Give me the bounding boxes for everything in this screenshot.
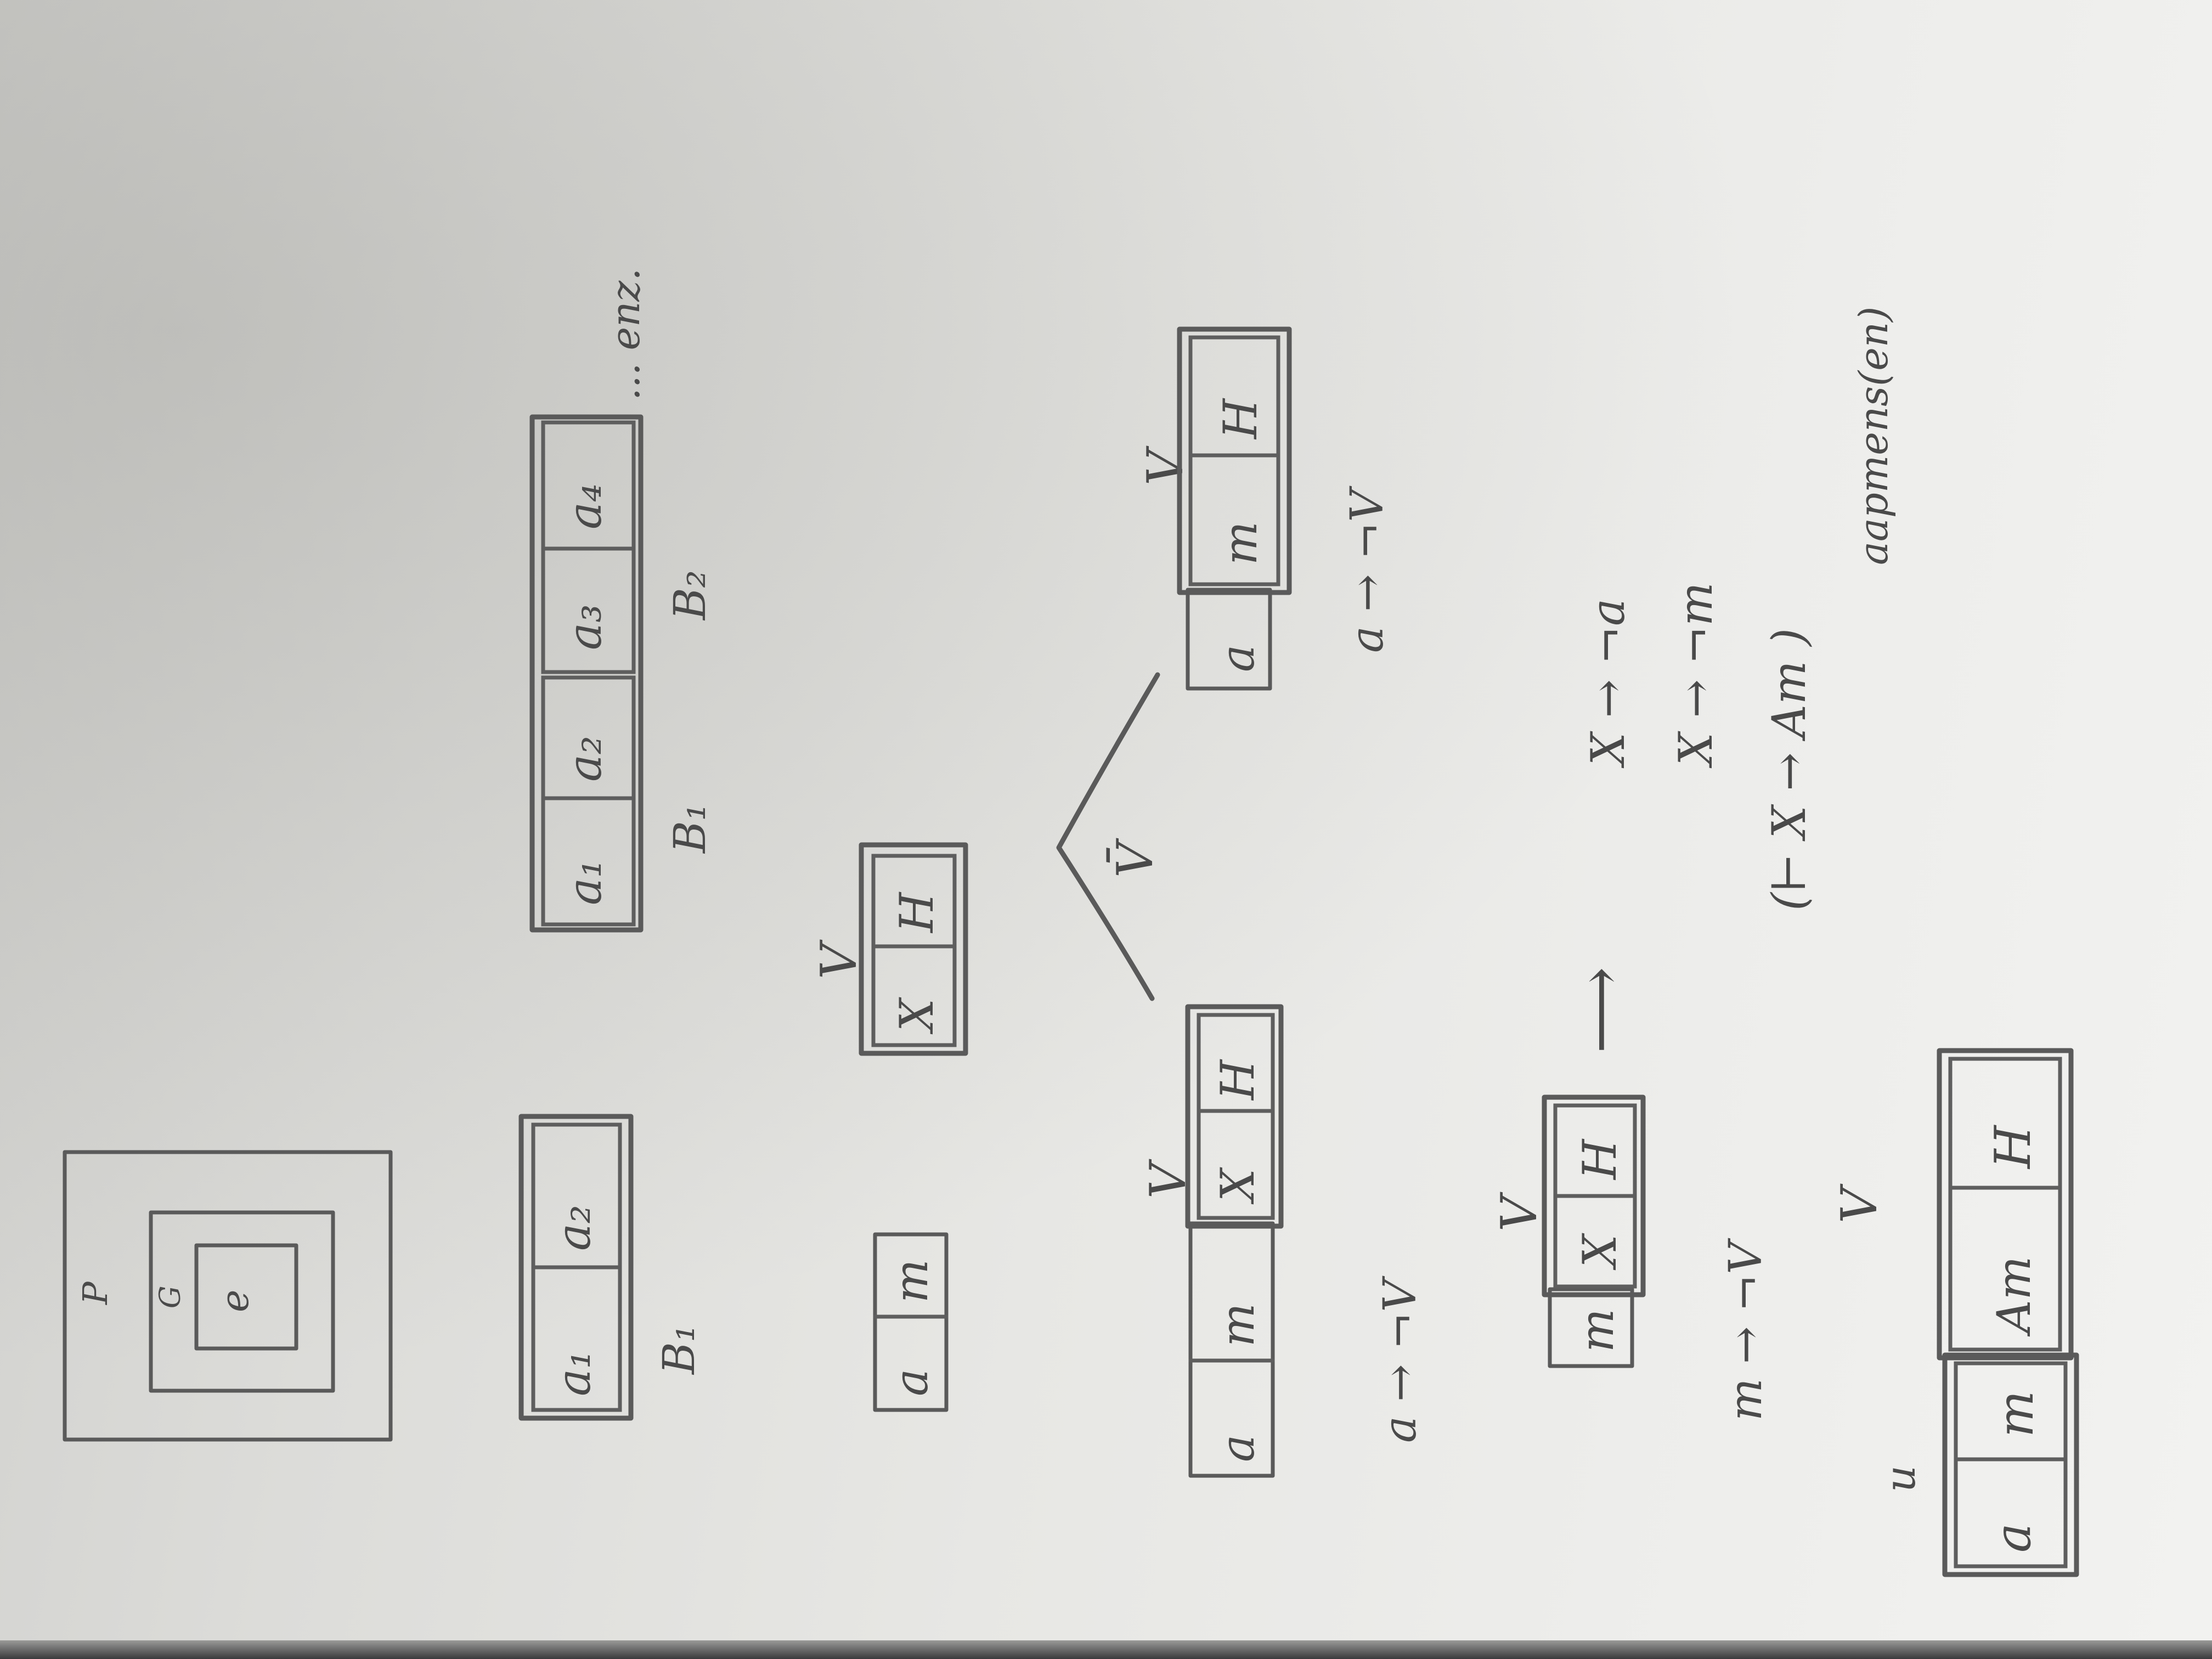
cell-a-row5: a	[1984, 1523, 2042, 1553]
row2-v-frame	[859, 842, 968, 1056]
cell-h-row3: H	[1211, 1059, 1265, 1101]
row3-left: V a m X H a → ¬V	[1139, 1004, 1426, 1478]
row1-right: a₁ a₂ a₃ a₄ B₁ B₂ ... enz.	[529, 268, 715, 933]
row3-xh-inner	[1197, 1013, 1275, 1220]
row5-u-label: u	[1876, 1465, 1925, 1492]
cell-a-row3-right: a	[1211, 645, 1265, 672]
result-3: (⊢ X → Am )	[1762, 628, 1816, 911]
row4-v-label: V	[1491, 1192, 1548, 1232]
row3-right: V a m H a → ¬V	[1137, 326, 1393, 691]
cell-h-row3-right: H	[1214, 398, 1267, 440]
row3-branch: V̄	[1056, 672, 1164, 1001]
cell-x-row2: X	[890, 997, 944, 1035]
nested-diagram: P G e	[63, 1150, 393, 1442]
row1-right-frame	[529, 414, 644, 933]
cell-a1: a₁	[547, 1350, 601, 1396]
label-b1-left: B₁	[653, 1324, 704, 1375]
row5-amh-frame	[1937, 1048, 2074, 1361]
outer-box-p	[63, 1150, 393, 1442]
row4-xh-frame	[1542, 1094, 1646, 1297]
cell-a1-right: a₁	[558, 859, 612, 905]
cell-a-row2: a	[884, 1369, 938, 1396]
label-b2: B₂	[664, 570, 715, 621]
cell-m-row5: m	[1987, 1391, 2045, 1437]
cell-a4: a₄	[558, 483, 612, 529]
row5: V u a m Am H	[1831, 1048, 2079, 1577]
row2-v-inner	[871, 854, 957, 1047]
row3-right-a-frame	[1186, 588, 1272, 691]
cell-a-row3: a	[1211, 1435, 1265, 1462]
cell-h-row4: H	[1573, 1138, 1627, 1181]
rule-row4: m → ¬V	[1720, 1238, 1772, 1421]
branch-lines	[1056, 672, 1160, 1001]
cell-x-row3: X	[1211, 1167, 1265, 1205]
row5-v-label: V	[1831, 1183, 1888, 1223]
cell-h-row2: H	[890, 891, 944, 934]
table-edge	[0, 1640, 2212, 1659]
cell-m-row2: m	[884, 1259, 938, 1303]
row2-v: V X H	[810, 842, 968, 1056]
branch-label: V̄	[1106, 838, 1164, 878]
row2-v-label: V	[810, 939, 868, 979]
rule-left-row3: a → ¬V	[1374, 1276, 1426, 1443]
cell-a2-right: a₂	[558, 736, 612, 782]
note-aapmensen: aapmens(en)	[1850, 307, 1897, 565]
cell-x-row4: X	[1573, 1233, 1627, 1271]
row3-xh-frame	[1185, 1004, 1284, 1229]
label-e: e	[212, 1290, 257, 1312]
row4-m-frame	[1548, 1287, 1634, 1368]
row3-am-frame	[1188, 1221, 1275, 1478]
row3-right-v-label: V	[1137, 445, 1194, 486]
cell-m-row4: m	[1570, 1308, 1624, 1352]
row3-right-mh-inner	[1188, 335, 1280, 586]
result-1: X → ¬a	[1581, 599, 1635, 769]
row4-right: ⟶ X → ¬a X → ¬m (⊢ X → Am ) aapmens(en)	[1565, 307, 1897, 1053]
middle-box-g	[149, 1210, 335, 1393]
rule-right-row3: a → ¬V	[1341, 486, 1393, 653]
cell-m-row3: m	[1211, 1303, 1265, 1347]
cell-a2: a₂	[547, 1205, 601, 1251]
cell-h-row5: H	[1984, 1125, 2042, 1170]
inner-box-e	[194, 1243, 298, 1351]
row2-left-frame	[873, 1232, 949, 1412]
label-enz: ... enz.	[602, 268, 648, 400]
row1-right-group-b1	[541, 675, 636, 927]
row2-left: a m	[873, 1232, 949, 1412]
cell-a3: a₃	[558, 604, 612, 650]
row1-left-frame	[518, 1114, 634, 1421]
row5-am-frame	[1942, 1352, 2079, 1577]
cell-m-row3-right: m	[1214, 521, 1267, 565]
label-b1-right: B₁	[664, 803, 715, 854]
row4-arrow: ⟶	[1565, 967, 1635, 1053]
row3-right-mh-frame	[1177, 326, 1292, 595]
row5-amh-inner	[1948, 1057, 2062, 1352]
cell-am-row5: Am	[1987, 1256, 2041, 1337]
row1-left: a₁ a₂ B₁	[518, 1114, 704, 1421]
row5-am-inner	[1954, 1361, 2068, 1568]
label-g: G	[154, 1285, 187, 1308]
result-2: X → ¬m	[1669, 582, 1723, 769]
row4-left: V m X H m → ¬V	[1491, 1094, 1772, 1421]
label-p: P	[75, 1281, 115, 1305]
